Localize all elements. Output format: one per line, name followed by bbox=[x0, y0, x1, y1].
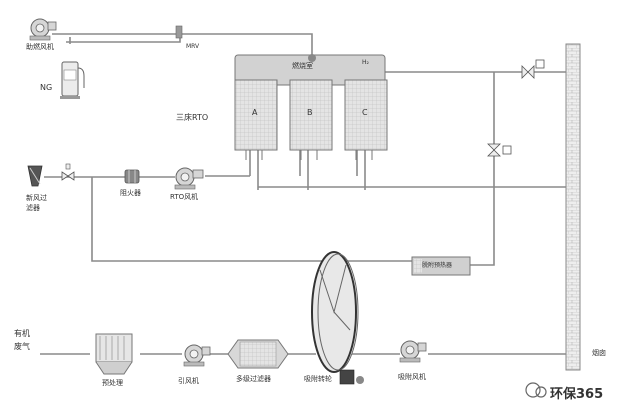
induced-fan-label: 引风机 bbox=[178, 377, 199, 385]
rto-fan-label: RTO风机 bbox=[170, 193, 199, 201]
rto-label: 三床RTO bbox=[176, 113, 209, 122]
bed-c-body bbox=[344, 79, 388, 151]
adsorption-fan-label: 吸附风机 bbox=[398, 373, 426, 381]
pipe-bypass bbox=[470, 72, 495, 266]
bed-a-body bbox=[234, 79, 278, 151]
bed-a-label: A bbox=[252, 108, 258, 117]
bypass-valve bbox=[487, 143, 512, 157]
adsorption-wheel bbox=[311, 251, 364, 385]
watermark-text: 环保365 bbox=[550, 387, 604, 402]
desorption-preheater-label: 脱附预热器 bbox=[422, 262, 453, 269]
chimney-label: 烟囱 bbox=[592, 349, 606, 357]
combustion-chamber-label: 燃烧室 bbox=[292, 62, 313, 70]
watermark-logo bbox=[525, 382, 547, 398]
desorption-preheater bbox=[411, 256, 471, 276]
exhaust-valve bbox=[521, 59, 545, 79]
pipe-ng-2 bbox=[66, 38, 181, 43]
rto-unit bbox=[234, 54, 388, 160]
mrv-label: MRV bbox=[186, 43, 200, 50]
fresh-air-filter bbox=[27, 165, 43, 187]
chimney bbox=[565, 43, 581, 371]
bed-b-body bbox=[289, 79, 333, 151]
flame-arrester-label: 阻火器 bbox=[120, 189, 141, 197]
pretreatment-unit bbox=[95, 333, 133, 375]
ng-supply bbox=[60, 61, 85, 99]
pretreatment-label: 预处理 bbox=[102, 379, 123, 387]
pipe-combustion-air bbox=[52, 33, 313, 55]
ng-label: NG bbox=[40, 83, 53, 92]
fresh-air-filter-label: 新风过 滤器 bbox=[26, 194, 47, 212]
adsorption-fan bbox=[399, 340, 427, 363]
pipe-desorption bbox=[91, 177, 412, 262]
pipelines bbox=[40, 33, 574, 355]
mrv-valve bbox=[175, 25, 183, 39]
rto-fan bbox=[174, 167, 204, 190]
combustion-fan-label: 助燃风机 bbox=[26, 43, 54, 51]
multistage-filter-label: 多级过滤器 bbox=[236, 375, 271, 383]
fresh-air-valve bbox=[61, 163, 75, 181]
multistage-filter bbox=[227, 339, 289, 369]
induced-fan bbox=[183, 344, 211, 367]
bed-b-label: B bbox=[307, 108, 313, 117]
adsorption-wheel-label: 吸附转轮 bbox=[304, 375, 332, 383]
organic-waste-gas-label: 有机 废气 bbox=[14, 329, 30, 351]
combustion-fan bbox=[29, 18, 57, 41]
flame-arrester bbox=[124, 169, 140, 184]
burner-mark: H₂ bbox=[362, 59, 369, 66]
bed-c-label: C bbox=[362, 108, 368, 117]
